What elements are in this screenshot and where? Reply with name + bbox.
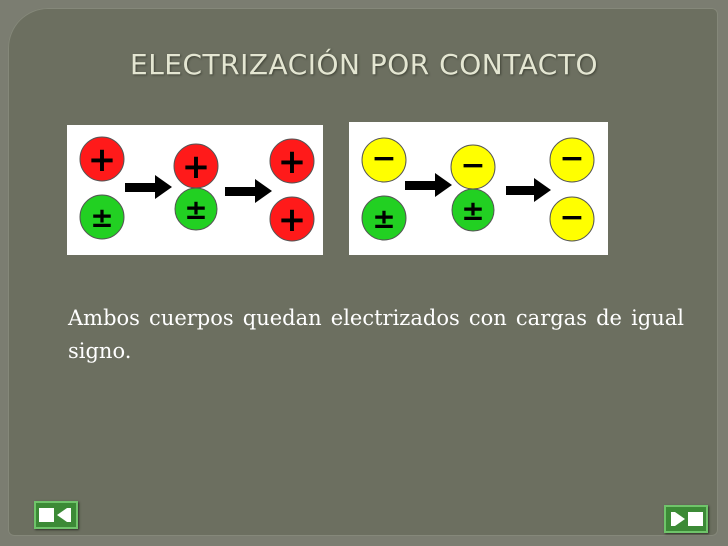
negative-sign: −	[559, 141, 584, 176]
negative-sphere-contact: −	[450, 144, 496, 190]
slide-title: ELECTRIZACIÓN POR CONTACTO	[130, 48, 598, 81]
next-slide-button[interactable]	[664, 505, 708, 533]
positive-sign: +	[278, 142, 307, 182]
next-slide-icon	[671, 512, 703, 526]
neutral-sphere-contact: ±	[174, 187, 218, 231]
positive-sign: +	[278, 200, 307, 240]
positive-sphere-result-top: +	[269, 138, 315, 184]
positive-sign: +	[88, 140, 117, 180]
negative-sphere-result-top: −	[549, 137, 595, 183]
negative-sphere-result-bottom: −	[549, 196, 595, 242]
diagram-positive-contact: + ± + ± + +	[67, 125, 323, 255]
positive-sign: +	[182, 147, 211, 187]
neutral-sphere-contact: ±	[451, 188, 495, 232]
slide-background	[8, 8, 718, 536]
positive-sphere-result-bottom: +	[269, 196, 315, 242]
neutral-sign: ±	[184, 193, 207, 226]
negative-sphere-initial: −	[361, 137, 407, 183]
negative-sign: −	[371, 141, 396, 176]
neutral-sign: ±	[90, 201, 113, 234]
neutral-sign: ±	[372, 202, 395, 235]
arrow-right-icon	[225, 179, 272, 203]
neutral-sphere-initial: ±	[79, 194, 125, 240]
previous-slide-icon	[39, 508, 71, 522]
negative-sign: −	[460, 148, 485, 183]
positive-sphere-initial: +	[79, 136, 125, 182]
negative-sign: −	[559, 200, 584, 235]
neutral-sphere-initial: ±	[361, 195, 407, 241]
neutral-sign: ±	[461, 194, 484, 227]
previous-slide-button[interactable]	[34, 501, 78, 529]
positive-sphere-contact: +	[173, 143, 219, 189]
arrow-right-icon	[405, 173, 452, 197]
arrow-right-icon	[125, 175, 172, 199]
diagram-negative-contact: − ± − ± − −	[349, 122, 608, 255]
arrow-right-icon	[506, 178, 551, 202]
slide-body-text: Ambos cuerpos quedan electrizados con ca…	[68, 306, 684, 363]
